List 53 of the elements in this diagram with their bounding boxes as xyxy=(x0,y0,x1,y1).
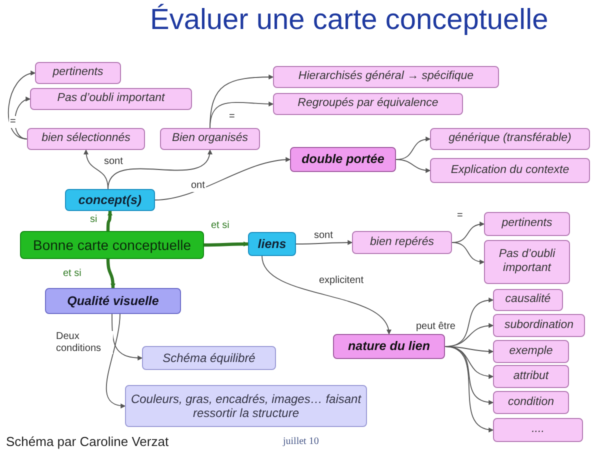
arrow xyxy=(396,159,431,173)
concept-box: bien repérés xyxy=(352,231,452,254)
arrow xyxy=(112,314,143,360)
date-text: juillet 10 xyxy=(283,436,319,447)
arrow xyxy=(296,240,353,246)
concept-box: Schéma équilibré xyxy=(142,346,276,370)
edge-label: Deux conditions xyxy=(55,331,113,354)
concept-box: Hierarchisés général → spécifique xyxy=(273,66,499,88)
concept-box: exemple xyxy=(493,340,569,363)
arrow xyxy=(8,71,36,140)
edge-label: sont xyxy=(103,156,124,168)
concept-box: Regroupés par équivalence xyxy=(273,93,463,115)
arrow xyxy=(452,242,485,264)
edge-label: sont xyxy=(313,230,334,242)
concept-box: nature du lien xyxy=(333,334,445,359)
title: Évaluer une carte conceptuelle xyxy=(150,4,548,37)
concept-box: bien sélectionnés xyxy=(27,128,145,150)
arrow xyxy=(204,242,249,247)
concept-box: pertinents xyxy=(35,62,121,84)
edge-label: si xyxy=(89,214,98,226)
concept-box: concept(s) xyxy=(65,189,155,211)
concept-box: pertinents xyxy=(484,212,570,236)
concept-box: Couleurs, gras, encadrés, images… faisant ressortir la structure xyxy=(125,385,367,427)
concept-box: Pas d’oubli important xyxy=(484,240,570,284)
arrow xyxy=(262,256,390,335)
concept-box: subordination xyxy=(493,314,585,337)
arrow xyxy=(108,149,212,190)
arrow xyxy=(14,97,31,140)
concept-box: générique (transférable) xyxy=(430,128,590,150)
arrow xyxy=(444,346,494,432)
concept-box: Qualité visuelle xyxy=(45,288,181,314)
arrow xyxy=(106,258,116,289)
concept-box: Explication du contexte xyxy=(430,158,590,183)
edge-label: ont xyxy=(190,180,206,192)
edge-label: = xyxy=(9,116,17,128)
arrow xyxy=(106,210,112,232)
edge-label: et si xyxy=(62,268,82,280)
concept-box: Bien organisés xyxy=(160,128,260,150)
concept-box: causalité xyxy=(493,289,563,311)
arrow xyxy=(154,157,291,200)
concept-box: attribut xyxy=(493,365,569,388)
concept-box: condition xyxy=(493,391,569,414)
concept-box: liens xyxy=(248,232,296,256)
concept-box: double portée xyxy=(290,147,396,172)
concept-box: Bonne carte conceptuelle xyxy=(20,231,204,259)
concept-box: Pas d’oubli important xyxy=(30,88,192,110)
arrow xyxy=(210,101,274,128)
credit-text: Schéma par Caroline Verzat xyxy=(6,434,169,449)
edge-label: explicitent xyxy=(318,275,364,286)
edge-label: et si xyxy=(210,220,230,232)
edge-label: peut être xyxy=(415,321,456,332)
arrow xyxy=(106,314,126,408)
concept-box: .... xyxy=(493,418,583,442)
